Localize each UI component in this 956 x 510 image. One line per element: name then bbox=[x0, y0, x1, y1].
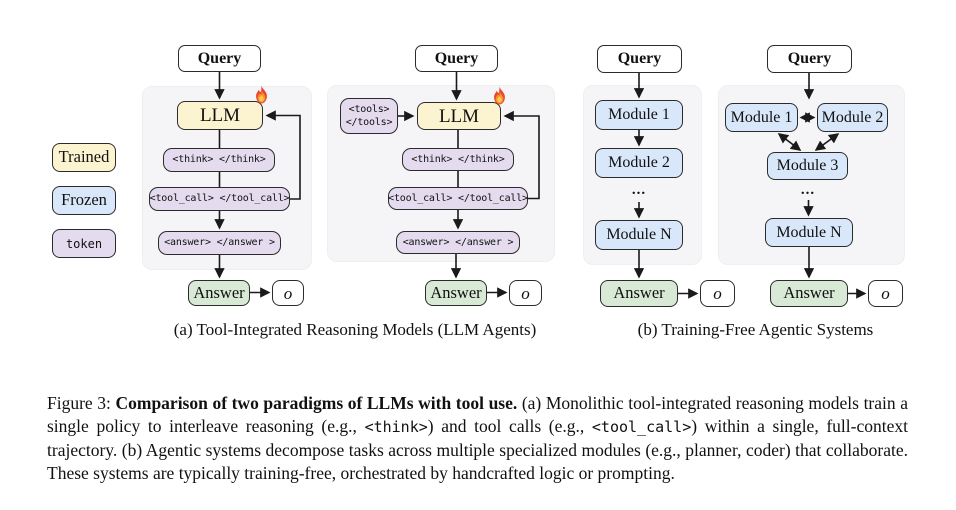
caption-b: (b) Training-Free Agentic Systems bbox=[603, 320, 908, 340]
figure-caption-segment: Comparison of two paradigms of LLMs with… bbox=[115, 392, 518, 413]
a1-toolcall-box: <tool_call> </tool_call> bbox=[149, 187, 290, 211]
a1-output-label: o bbox=[283, 283, 293, 303]
b1-output-label: o bbox=[713, 284, 722, 303]
legend-token-label: token bbox=[65, 236, 103, 251]
a2-toolcall-label: <tool_call> </tool_call> bbox=[388, 192, 528, 204]
b1-module2-label: Module 2 bbox=[608, 154, 670, 171]
figure-caption-segment: ) and tool calls (e.g., bbox=[427, 415, 592, 436]
legend-trained-label: Trained bbox=[58, 147, 110, 167]
b1-query-box: Query bbox=[597, 45, 682, 73]
a1-answertoken-box: <answer> </answer > bbox=[158, 231, 281, 255]
arrow-a1-feedback-loop bbox=[265, 110, 301, 200]
b1-modulen-box: Module N bbox=[595, 220, 683, 250]
a2-output-box: o bbox=[509, 280, 542, 306]
a2-llm-label: LLM bbox=[438, 105, 480, 127]
a2-tools-open-label: <tools> bbox=[348, 103, 390, 115]
legend-frozen: Frozen bbox=[52, 186, 116, 215]
b2-output-box: o bbox=[868, 280, 903, 307]
b2-answer-label: Answer bbox=[783, 283, 835, 303]
figure-caption: Figure 3: Comparison of two paradigms of… bbox=[47, 392, 908, 486]
a1-llm-box: LLM bbox=[177, 101, 263, 130]
a1-query-label: Query bbox=[197, 49, 242, 67]
arrow-b2-module2-module3 bbox=[814, 133, 840, 151]
figure-caption-segment: Figure 3: bbox=[47, 392, 116, 413]
a2-think-label: <think> </think> bbox=[411, 153, 505, 165]
b2-module3-box: Module 3 bbox=[767, 152, 848, 180]
a1-toolcall-label: <tool_call> </tool_call> bbox=[149, 193, 290, 204]
arrow-a2-feedback-loop bbox=[503, 110, 540, 200]
a1-think-label: <think> </think> bbox=[172, 154, 266, 165]
fire-icon bbox=[494, 86, 505, 105]
b2-modulen-box: Module N bbox=[765, 218, 853, 247]
a1-llm-label: LLM bbox=[199, 105, 241, 126]
arrows-panel-a2 bbox=[398, 72, 540, 298]
b2-ellipsis: ... bbox=[796, 183, 820, 198]
b1-modulen-label: Module N bbox=[606, 226, 672, 243]
a2-query-label: Query bbox=[434, 49, 479, 67]
b1-module2-box: Module 2 bbox=[595, 148, 683, 178]
legend-trained: Trained bbox=[52, 143, 116, 172]
caption-a: (a) Tool-Integrated Reasoning Models (LL… bbox=[110, 320, 600, 340]
a2-answertoken-label: <answer> </answer > bbox=[402, 236, 514, 248]
b2-module3-label: Module 3 bbox=[776, 157, 839, 174]
a2-output-label: o bbox=[521, 283, 530, 303]
b1-module1-box: Module 1 bbox=[595, 100, 683, 130]
a2-tools-box: <tools> </tools> bbox=[340, 98, 398, 134]
b2-module1-box: Module 1 bbox=[725, 103, 798, 132]
b2-module2-box: Module 2 bbox=[817, 103, 888, 132]
b1-query-label: Query bbox=[617, 50, 662, 67]
b2-query-label: Query bbox=[787, 50, 832, 67]
b2-module1-label: Module 1 bbox=[730, 108, 793, 126]
a1-answertoken-label: <answer> </answer > bbox=[164, 237, 275, 248]
a1-think-box: <think> </think> bbox=[163, 148, 275, 172]
a2-answer-box: Answer bbox=[425, 280, 487, 306]
arrows-panel-b2 bbox=[777, 73, 867, 299]
fire-icon bbox=[256, 85, 267, 104]
b2-ellipsis-label: ... bbox=[800, 182, 816, 198]
a2-query-box: Query bbox=[415, 45, 498, 72]
figure-caption-segment: <tool_call> bbox=[591, 417, 692, 436]
b1-answer-label: Answer bbox=[613, 283, 665, 303]
a2-think-box: <think> </think> bbox=[402, 148, 514, 171]
b1-module1-label: Module 1 bbox=[608, 106, 670, 123]
caption-b-label: (b) Training-Free Agentic Systems bbox=[637, 320, 874, 339]
a2-answer-label: Answer bbox=[430, 282, 482, 302]
figure-caption-segment: ) within a single, full-context trajecto… bbox=[47, 415, 908, 484]
legend-frozen-label: Frozen bbox=[61, 190, 107, 210]
b2-output-label: o bbox=[881, 284, 890, 303]
a2-llm-box: LLM bbox=[417, 102, 501, 130]
arrows-panel-b1 bbox=[633, 73, 699, 299]
b1-ellipsis-label: ... bbox=[631, 182, 647, 198]
arrow-b2-module1-module3 bbox=[777, 133, 802, 151]
caption-a-label: (a) Tool-Integrated Reasoning Models (LL… bbox=[173, 320, 537, 339]
a1-query-box: Query bbox=[178, 45, 261, 72]
a2-tools-close-label: </tools> bbox=[345, 116, 393, 128]
a2-toolcall-box: <tool_call> </tool_call> bbox=[388, 187, 528, 210]
a2-answertoken-box: <answer> </answer > bbox=[396, 231, 520, 254]
b2-query-box: Query bbox=[767, 45, 852, 73]
arrows-panel-a1 bbox=[214, 72, 301, 298]
a1-answer-box: Answer bbox=[188, 280, 250, 306]
b1-answer-box: Answer bbox=[600, 280, 678, 307]
b1-output-box: o bbox=[700, 280, 735, 307]
b1-ellipsis: ... bbox=[627, 183, 651, 198]
b2-modulen-label: Module N bbox=[776, 223, 842, 241]
a1-output-box: o bbox=[272, 280, 304, 306]
b2-module2-label: Module 2 bbox=[821, 108, 884, 126]
a1-answer-label: Answer bbox=[193, 282, 245, 302]
figure-caption-segment: <think> bbox=[364, 417, 428, 436]
figure-caption-segment: (a) Monolithic tool-integrated reasoning… bbox=[47, 392, 908, 436]
b2-answer-box: Answer bbox=[770, 280, 848, 307]
legend-token: token bbox=[52, 229, 116, 258]
